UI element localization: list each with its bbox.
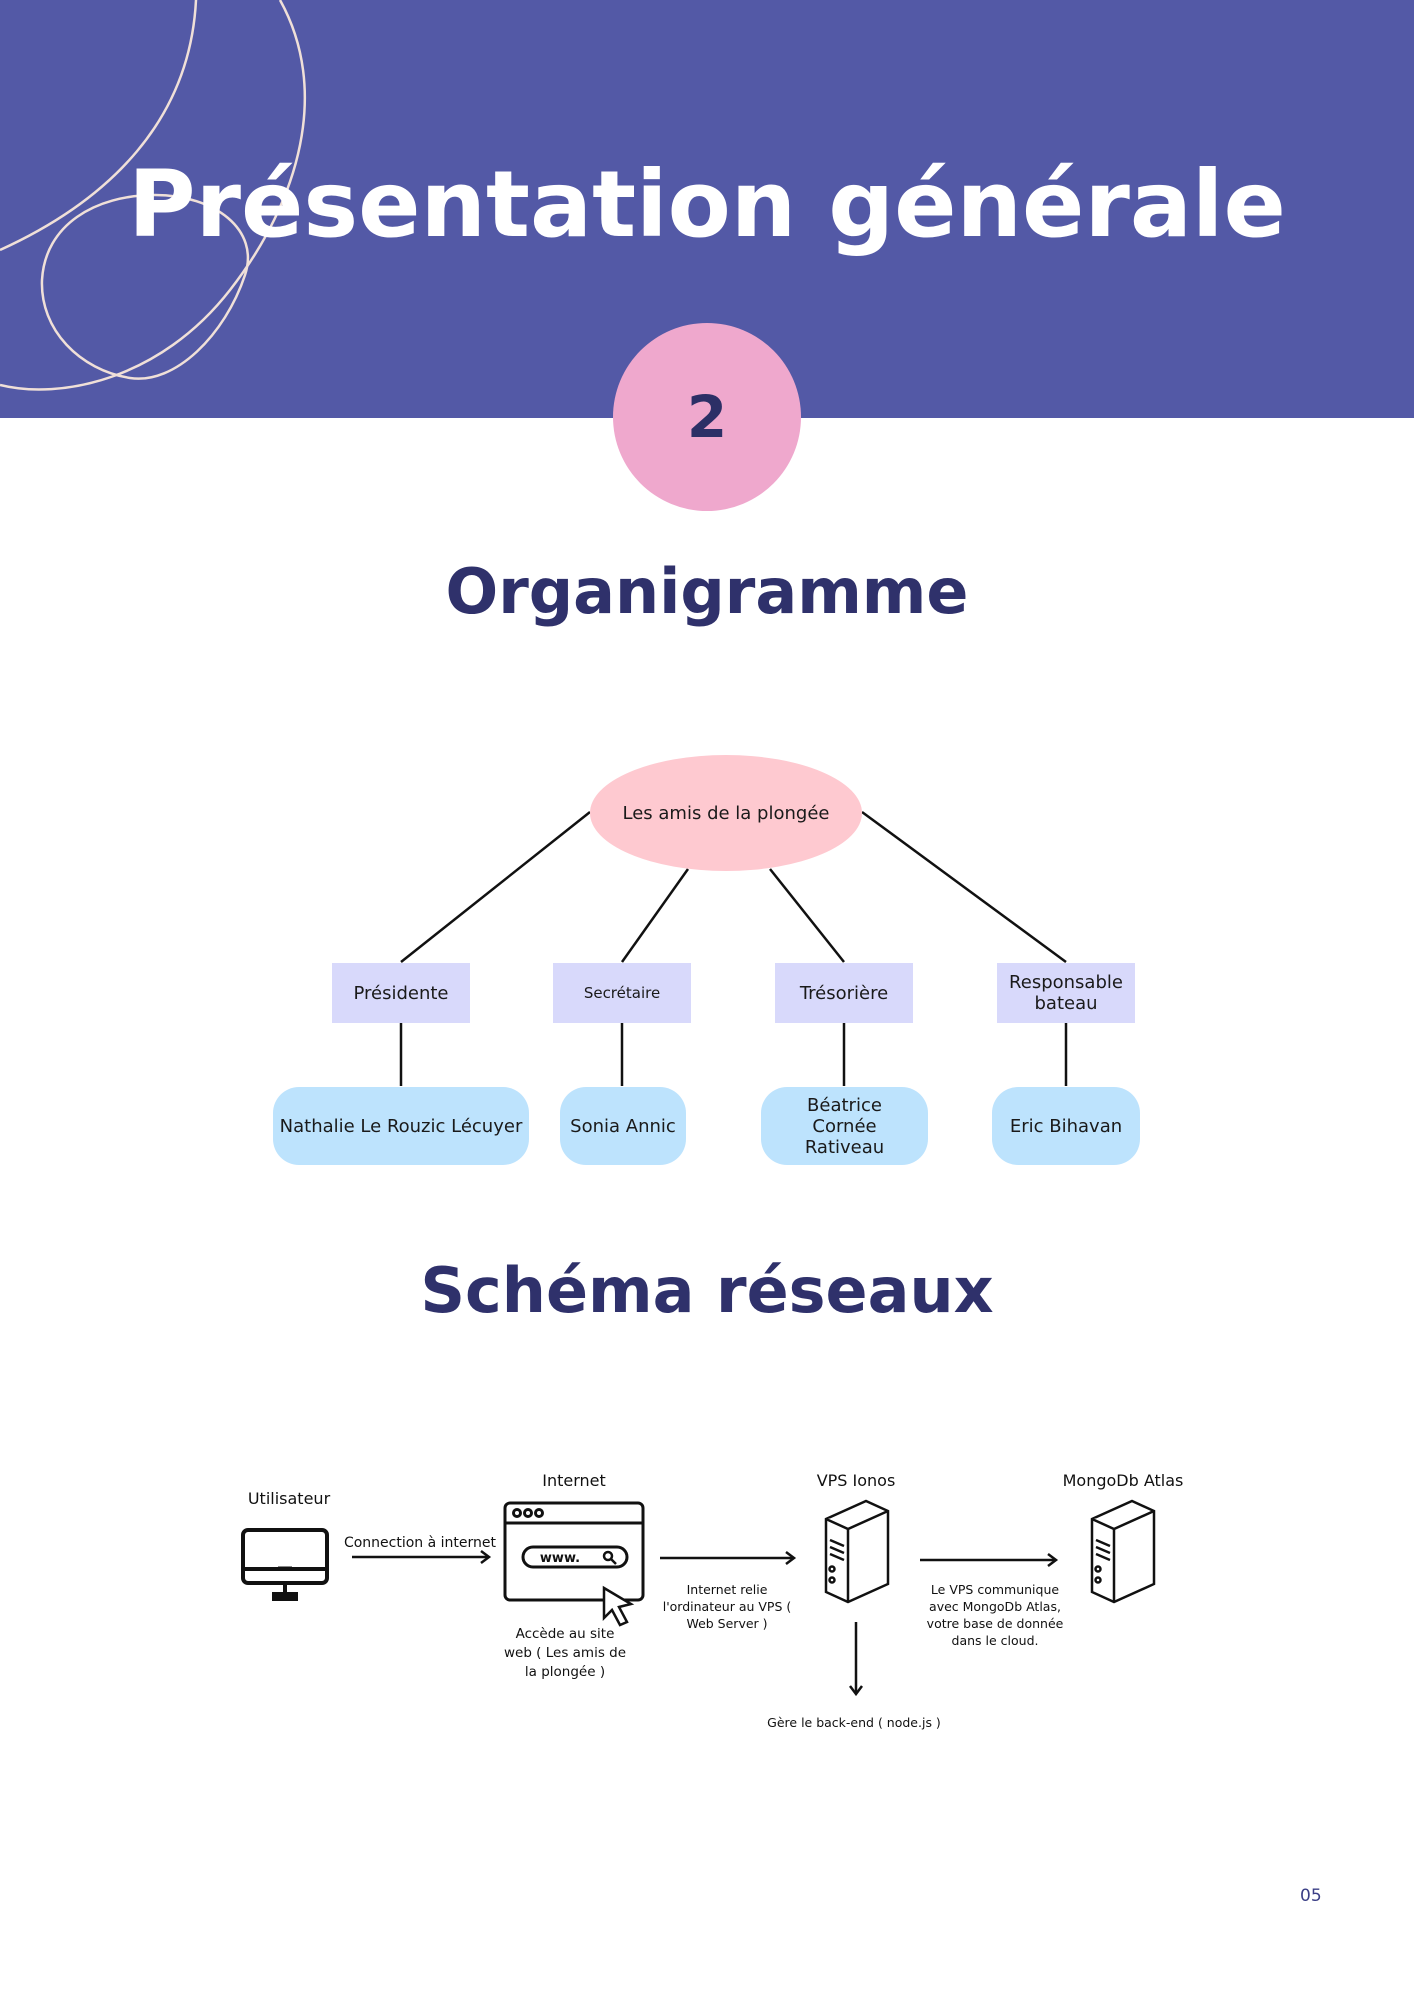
org-root-node: Les amis de la plongée	[590, 755, 862, 871]
role-box-presidente: Présidente	[332, 963, 470, 1023]
role-box-tresoriere: Trésorière	[775, 963, 913, 1023]
page-number: 05	[1300, 1886, 1322, 1906]
person-label: Eric Bihavan	[1009, 1115, 1123, 1137]
person-box-presidente: Nathalie Le Rouzic Lécuyer	[273, 1087, 529, 1165]
person-label: Sonia Annic	[570, 1115, 676, 1137]
role-label: Secrétaire	[583, 983, 661, 1002]
computer-monitor-icon	[241, 1528, 329, 1601]
browser-window-icon	[503, 1501, 645, 1627]
role-label: Présidente	[353, 982, 449, 1004]
vps-label: VPS Ionos	[816, 1471, 896, 1490]
connection-label: Connection à internet	[343, 1535, 497, 1551]
person-box-responsable-bateau: Eric Bihavan	[992, 1087, 1140, 1165]
decorative-swirl	[0, 0, 306, 391]
section-number-badge: 2	[613, 323, 801, 511]
person-label: Nathalie Le Rouzic Lécuyer	[279, 1115, 523, 1137]
mongodb-label: MongoDb Atlas	[1062, 1471, 1184, 1490]
vps-server-icon	[824, 1499, 890, 1604]
url-text: www.	[540, 1551, 580, 1566]
vps-to-mongodb-note: Le VPS communique avec MongoDb Atlas, vo…	[926, 1582, 1064, 1648]
org-root-label: Les amis de la plongée	[622, 802, 830, 824]
internet-note: Accède au site web ( Les amis de la plon…	[503, 1626, 627, 1680]
person-box-tresoriere: Béatrice Cornée Rativeau	[761, 1087, 928, 1165]
network-schema-title: Schéma réseaux	[420, 1254, 994, 1327]
role-box-responsable-bateau: Responsable bateau	[997, 963, 1135, 1023]
backend-note: Gère le back-end ( node.js )	[767, 1715, 941, 1730]
internet-label: Internet	[542, 1471, 606, 1490]
page-title: Présentation générale	[128, 151, 1286, 258]
role-label: Trésorière	[799, 982, 889, 1004]
mongodb-server-icon	[1090, 1499, 1156, 1604]
role-label: Responsable bateau	[1009, 972, 1123, 1014]
role-box-secretaire: Secrétaire	[553, 963, 691, 1023]
user-label: Utilisateur	[247, 1489, 331, 1508]
internet-to-vps-note: Internet relie l'ordinateur au VPS ( Web…	[662, 1582, 792, 1631]
person-label: Béatrice Cornée Rativeau	[804, 1094, 885, 1158]
person-box-secretaire: Sonia Annic	[560, 1087, 686, 1165]
org-chart-title: Organigramme	[445, 555, 969, 628]
